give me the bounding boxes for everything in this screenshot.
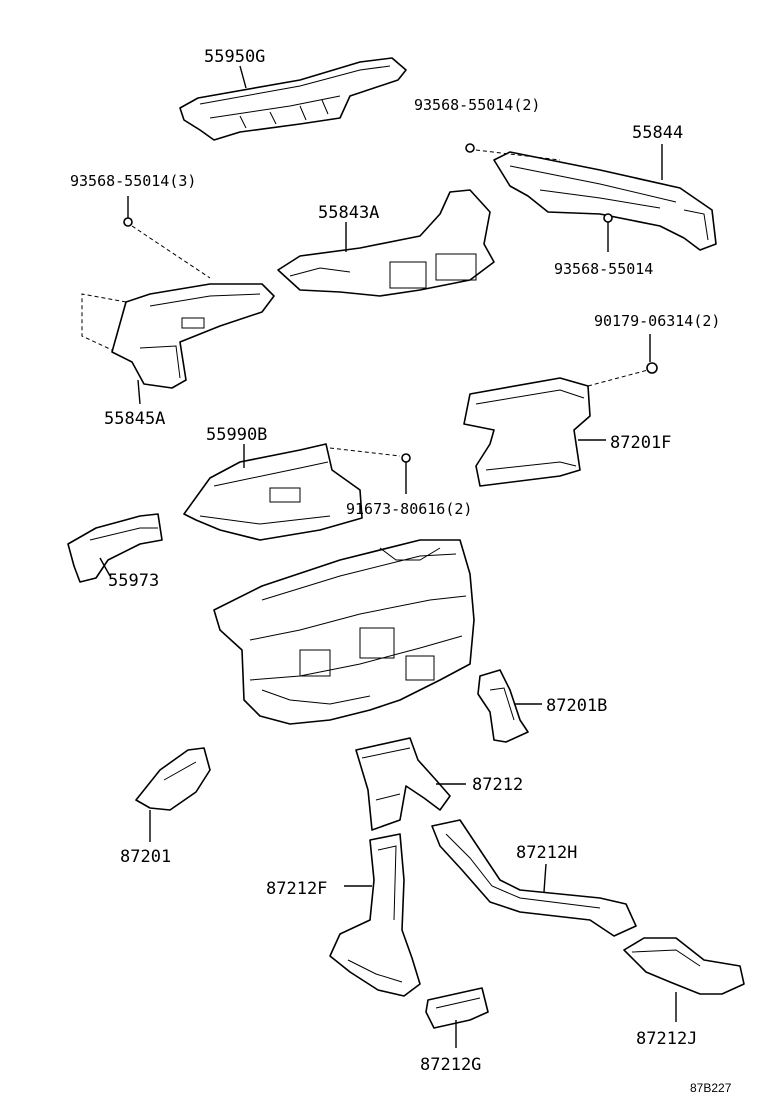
label-93568-55014: 93568-55014 [554, 260, 653, 278]
label-90179-06314-2: 90179-06314(2) [594, 312, 720, 330]
leader-55973 [99, 557, 111, 577]
part-87201B-drawing [477, 669, 529, 743]
label-91673-80616-2: 91673-80616(2) [346, 500, 472, 518]
leader-87212H [543, 863, 547, 893]
part-87212-drawing [355, 737, 451, 831]
label-55950G: 55950G [204, 47, 265, 67]
label-93568-55014-3: 93568-55014(3) [70, 172, 196, 190]
dash-55845A-bolt [131, 225, 211, 279]
label-55973: 55973 [108, 571, 159, 591]
label-55990B: 55990B [206, 425, 267, 445]
bolt-93568-55014-2 [465, 143, 475, 153]
part-87212H-drawing [431, 819, 637, 937]
label-87201F: 87201F [610, 433, 671, 453]
leader-55950G [239, 65, 247, 89]
clip-90179-06314-2 [646, 362, 658, 374]
label-55843A: 55843A [318, 203, 379, 223]
label-87212J: 87212J [636, 1029, 697, 1049]
part-87201-drawing [135, 747, 211, 811]
part-87212G-drawing [425, 987, 489, 1029]
dash-55845A-box [81, 293, 127, 351]
label-55844: 55844 [632, 123, 683, 143]
part-87212F-drawing [329, 833, 421, 997]
part-55845A-drawing [111, 283, 275, 389]
part-55950G-drawing [179, 57, 407, 141]
dash-87201F-clip [587, 369, 649, 387]
bolt-93568-55014 [603, 213, 613, 223]
figure-code: 87B227 [690, 1081, 732, 1095]
label-87212F: 87212F [266, 879, 327, 899]
part-55990B-drawing [183, 443, 363, 541]
leader-55845A [137, 379, 141, 405]
label-93568-55014-2: 93568-55014(2) [414, 96, 540, 114]
dash-55990B-screw [329, 447, 401, 457]
part-87201F-drawing [463, 377, 591, 487]
part-55843A-drawing [277, 189, 495, 297]
bolt-93568-55014-3 [123, 217, 133, 227]
part-heater-unit-drawing [213, 539, 475, 725]
label-87212H: 87212H [516, 843, 577, 863]
label-87212: 87212 [472, 775, 523, 795]
screw-91673-80616-2 [401, 453, 411, 463]
label-87201: 87201 [120, 847, 171, 867]
dash-55844-bolt [475, 149, 561, 161]
label-55845A: 55845A [104, 409, 165, 429]
part-55973-drawing [67, 513, 163, 583]
label-87201B: 87201B [546, 696, 607, 716]
part-87212J-drawing [623, 937, 745, 995]
label-87212G: 87212G [420, 1055, 481, 1075]
part-55844-drawing [493, 151, 717, 251]
